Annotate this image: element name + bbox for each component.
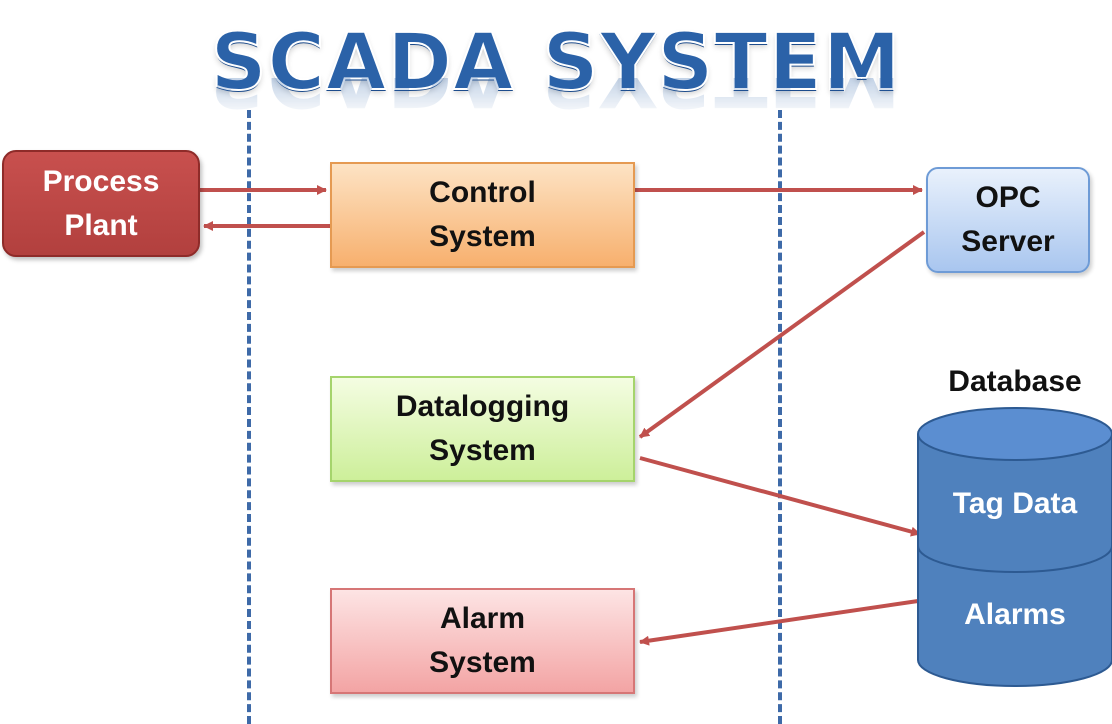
- process-plant-box: Process Plant: [2, 150, 200, 257]
- database-label: Database: [948, 365, 1082, 398]
- opc-server-box: OPC Server: [926, 167, 1090, 273]
- alarm-system-box: Alarm System: [330, 588, 635, 694]
- alarm-system-label: Alarm System: [429, 602, 536, 679]
- right-divider: [778, 110, 782, 724]
- arrow-opc-to-datalogging: [638, 230, 926, 439]
- diagram-title: SCADA SYSTEM: [210, 18, 902, 108]
- arrow-database-to-alarm: [639, 599, 919, 646]
- process-plant-label: Process Plant: [42, 164, 160, 242]
- arrow-datalogging-to-database: [639, 456, 921, 537]
- datalogging-system-box: Datalogging System: [330, 376, 635, 482]
- datalogging-system-label: Datalogging System: [395, 390, 570, 467]
- opc-server-label: OPC Server: [961, 181, 1055, 258]
- database-tag-data-label: Tag Data: [952, 487, 1078, 520]
- control-system-label: Control System: [429, 176, 536, 253]
- title-area: SCADA SYSTEM SCADA SYSTEM: [0, 18, 1112, 142]
- left-divider: [247, 110, 251, 724]
- control-system-box: Control System: [330, 162, 635, 268]
- database-alarms-label: Alarms: [964, 598, 1066, 631]
- database-cylinder: [917, 407, 1112, 687]
